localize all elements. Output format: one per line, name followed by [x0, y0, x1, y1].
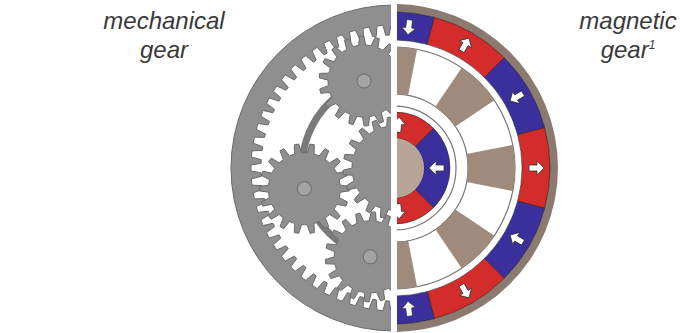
planet-pin	[297, 182, 311, 196]
planet-gear	[325, 212, 391, 302]
modulator-piece	[397, 241, 417, 289]
flux-arrow	[429, 161, 444, 175]
planet-gear	[319, 36, 391, 126]
footnote-number: 1	[649, 38, 656, 52]
outer-magnet	[427, 17, 504, 77]
flux-arrow	[455, 35, 475, 55]
ring-gear	[231, 5, 391, 331]
gear-label-text: magnetic gear	[579, 7, 676, 63]
modulator-outline	[397, 47, 515, 289]
outer-magnet	[397, 292, 434, 324]
flux-arrow	[401, 19, 416, 35]
outer-magnet	[427, 259, 504, 319]
planet-pin	[363, 250, 377, 264]
sun-gear	[343, 117, 391, 219]
flux-arrow	[507, 87, 527, 107]
flux-arrow	[401, 301, 416, 317]
planet-gear	[259, 144, 349, 233]
flux-arrow	[529, 161, 544, 175]
flux-arrow	[507, 229, 527, 249]
modulator-piece	[397, 47, 417, 95]
flux-arrow	[455, 281, 475, 301]
gear-label-text: mechanical gear	[103, 7, 224, 63]
planet-pin	[357, 74, 371, 88]
flux-arrow	[397, 117, 406, 133]
outer-magnet	[485, 201, 545, 278]
modulator-piece	[467, 145, 515, 191]
back-iron	[397, 4, 558, 332]
modulator-piece	[435, 209, 494, 268]
air-gap-line	[397, 106, 456, 230]
modulator-piece	[435, 68, 494, 127]
gear-label: mechanical gear	[86, 6, 242, 64]
flux-arrow	[397, 203, 406, 219]
magnetic-gear-drawing	[397, 4, 558, 332]
gear-label: magnetic gear1	[566, 6, 690, 64]
mechanical-gear-drawing	[231, 5, 391, 331]
outer-magnet	[485, 58, 545, 135]
outer-magnet	[518, 128, 550, 209]
inner-core	[397, 138, 424, 198]
